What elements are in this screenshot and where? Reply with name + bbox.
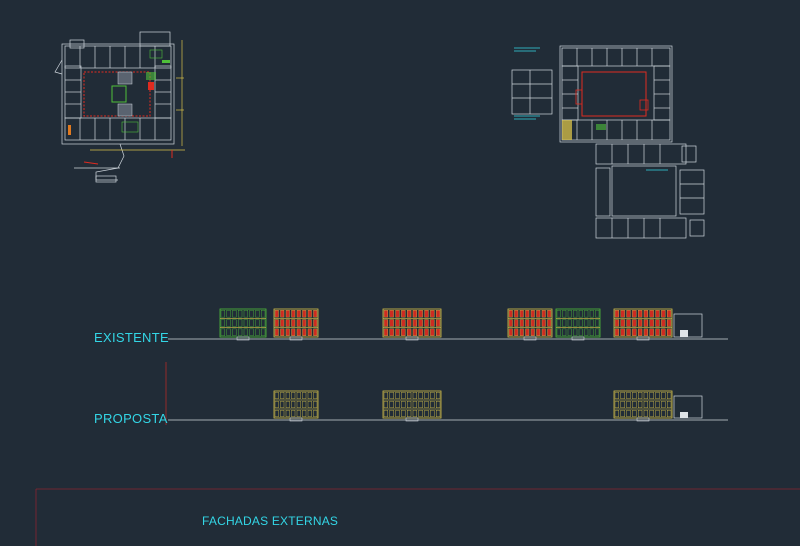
existing-facade-green-2 [555,308,601,341]
proposed-facade-2 [382,390,442,422]
proposed-facade-3 [613,390,673,422]
floor-plan-left [54,31,185,183]
existing-annex [673,313,703,338]
proposed-facade-1 [273,390,319,422]
sheet-border [35,488,800,546]
existing-facades [219,308,703,341]
proposed-annex [673,395,703,419]
existing-facade-green-1 [219,308,267,341]
existing-facade-red-3 [507,308,553,341]
floor-plan-right-hall [562,71,649,140]
existing-facade-red-1 [273,308,319,341]
existing-facade-red-2 [382,308,442,341]
floor-plan-left-courtyard [68,49,173,165]
proposed-facades [273,390,703,422]
floor-plan-right [511,45,705,239]
sheet-title: FACHADAS EXTERNAS [202,514,339,528]
existing-facade-red-4 [613,308,673,341]
elevation-existing-label: EXISTENTE [94,330,169,345]
plan-annotation-marks [514,47,668,171]
elevation-proposed-label: PROPOSTA [94,411,168,426]
